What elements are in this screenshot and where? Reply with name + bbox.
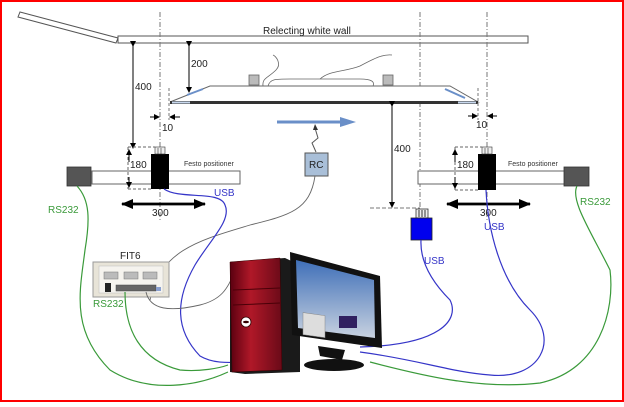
usb-left-label: USB [214, 188, 235, 199]
positioner-right-height-label: 180 [457, 160, 474, 171]
pc-tower [229, 257, 300, 374]
travel-left-label: 300 [152, 208, 169, 219]
dim-400-center-label: 400 [394, 144, 411, 155]
rc-box [304, 152, 329, 177]
rc-antenna [311, 124, 319, 153]
dim-10-right-label: 10 [476, 120, 488, 131]
usb-right-label: USB [484, 222, 505, 233]
rs232-right-label: RS232 [580, 197, 611, 208]
rs232-left-label: RS232 [48, 205, 79, 216]
usb-cables [163, 188, 545, 376]
wall-label: Relecting white wall [263, 26, 351, 37]
fit6-cable [145, 269, 236, 310]
positioner-left [66, 146, 241, 209]
dim-400-center [370, 101, 420, 209]
dim-400-left-label: 400 [135, 82, 152, 93]
fit6-label: FIT6 [120, 251, 141, 262]
fit6-box [92, 261, 170, 298]
positioner-right [417, 146, 590, 209]
reflecting-wall [17, 11, 529, 44]
dim-10-left [150, 88, 180, 120]
vehicle [169, 54, 480, 104]
usb-center-label: USB [424, 256, 445, 267]
pc-monitor [290, 252, 382, 371]
positioner-left-label: Festo positioner [184, 161, 234, 168]
positioner-right-label: Festo positioner [508, 161, 558, 168]
positioner-left-height-label: 180 [130, 160, 147, 171]
motion-arrow [277, 117, 356, 127]
rs232-cables [76, 185, 612, 386]
center-sensor [410, 208, 433, 241]
dim-200-label: 200 [191, 59, 208, 70]
rs232-fit6-label: RS232 [93, 299, 124, 310]
dim-10-right [468, 88, 497, 120]
dim-10-left-label: 10 [162, 123, 174, 134]
centerlines [159, 12, 488, 240]
rc-label: RC [309, 160, 323, 171]
